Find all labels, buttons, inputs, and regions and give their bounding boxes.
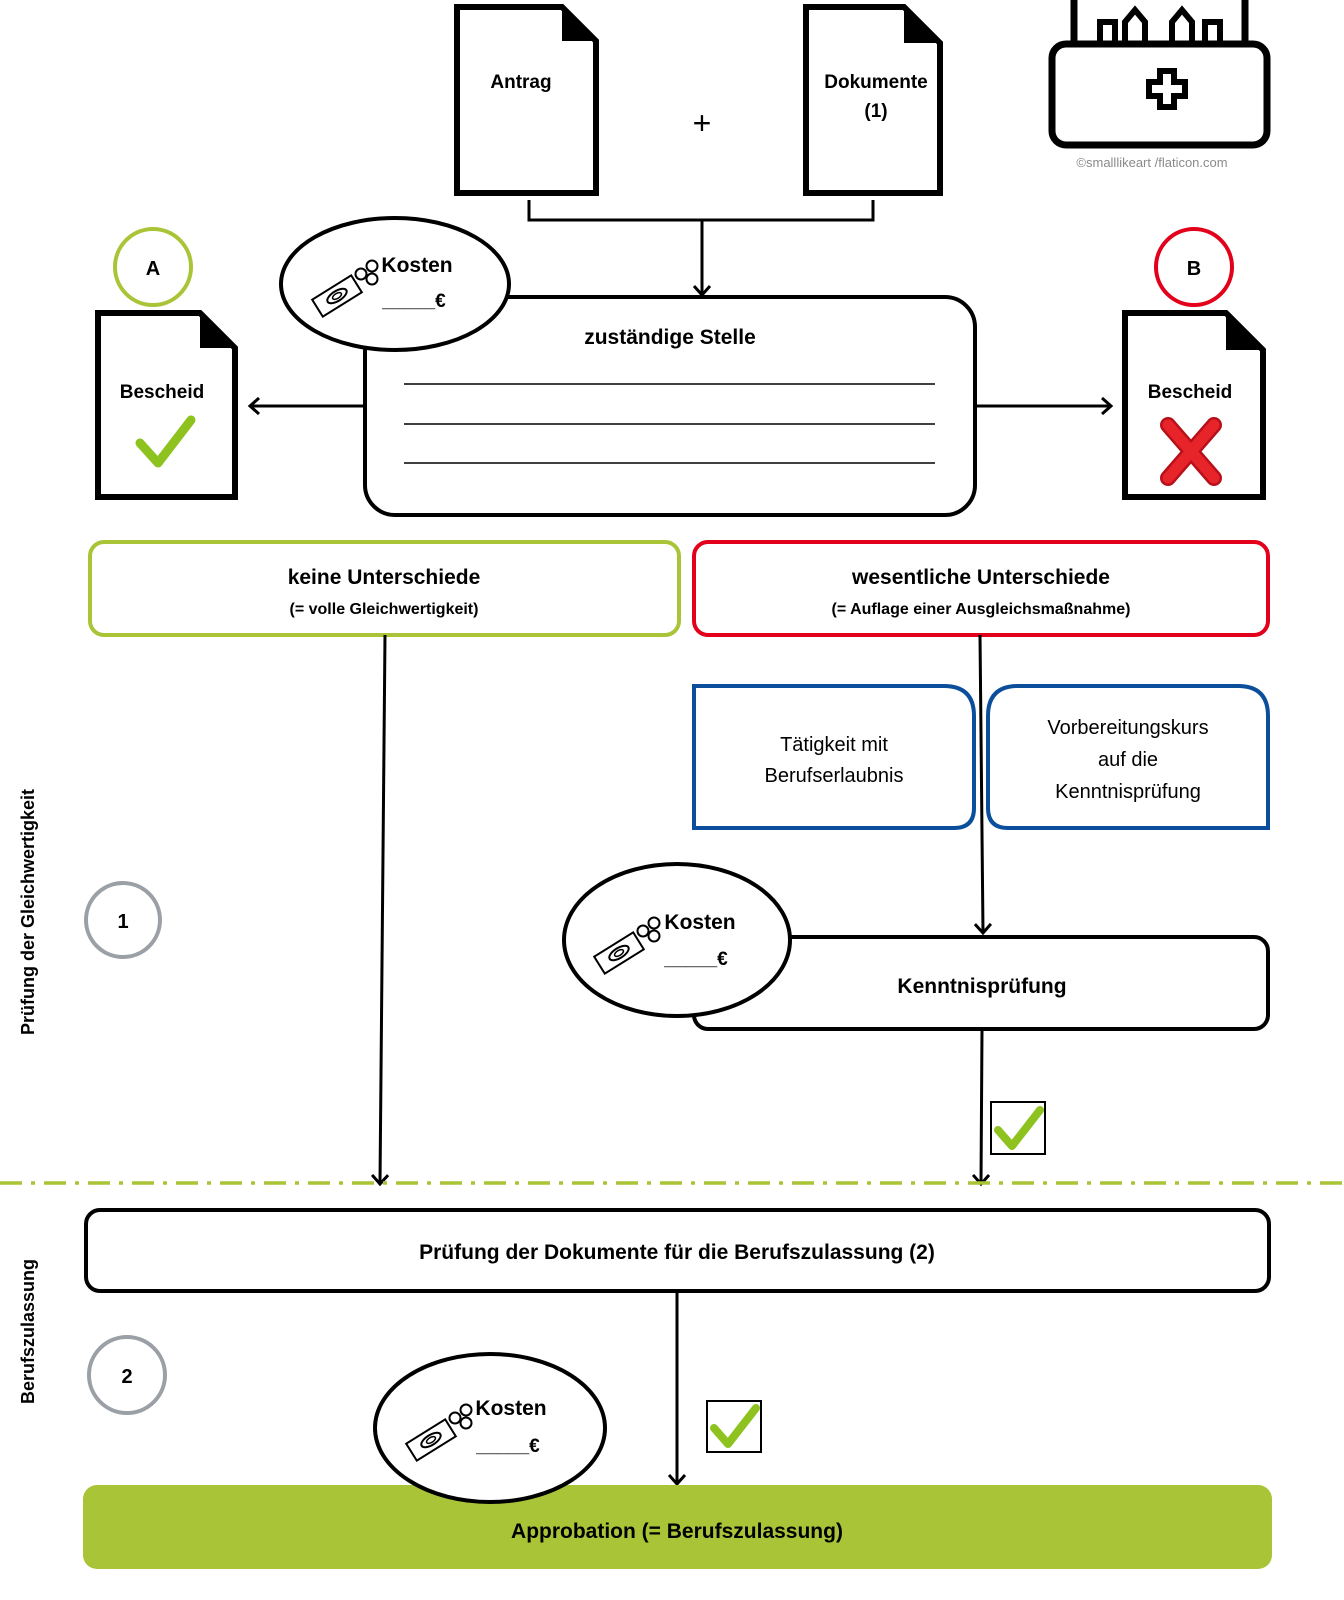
cost-label-1: Kosten (381, 254, 452, 277)
option-work-permit-line2: Berufserlaubnis (765, 765, 904, 787)
step-marker-1 (84, 881, 162, 959)
cost-blank-1: _____€ (381, 291, 446, 312)
cost-blank-2: _____€ (663, 949, 728, 970)
cost-blank-3: _____€ (475, 1436, 540, 1457)
option-work-permit-box (692, 684, 976, 830)
arrow-no-differences-to-review (370, 634, 390, 1187)
exam-label: Kenntnisprüfung (897, 975, 1066, 998)
bescheid-positive-label: Bescheid (120, 382, 204, 403)
documents-bracket (527, 200, 875, 222)
hospital-icon (1048, 0, 1271, 149)
no-differences-subtitle: (= volle Gleichwertigkeit) (290, 601, 479, 618)
option-prep-course-line3: Kenntnisprüfung (1055, 781, 1201, 803)
essential-differences-subtitle: (= Auflage einer Ausgleichsmaßnahme) (832, 601, 1131, 618)
image-credit: ©smalllikeart /flaticon.com (1076, 155, 1227, 170)
section-label-equivalence: Prüfung der Gleichwertigkeit (18, 788, 38, 1035)
cost-label-3: Kosten (475, 1397, 546, 1420)
authority-title: zuständige Stelle (584, 326, 756, 349)
option-prep-course-box (986, 684, 1270, 830)
bescheid-positive-document (95, 310, 238, 500)
section-label-licensing: Berufszulassung (18, 1258, 38, 1404)
antrag-document (454, 4, 599, 196)
marker-b (1154, 227, 1234, 307)
dokumente-label: Dokumente (824, 72, 927, 93)
essential-differences-title: wesentliche Unterschiede (851, 566, 1110, 589)
marker-a (113, 227, 193, 307)
no-differences-title: keine Unterschiede (288, 566, 481, 589)
step-marker-2 (87, 1335, 167, 1415)
checkbox-checked-icon (990, 1101, 1046, 1155)
option-prep-course-line1: Vorbereitungskurs (1047, 717, 1208, 739)
approbation-box (83, 1485, 1272, 1569)
bescheid-negative-document (1122, 310, 1266, 500)
approbation-label: Approbation (= Berufszulassung) (511, 1520, 843, 1543)
bescheid-negative-label: Bescheid (1148, 382, 1232, 403)
dokumente-document (803, 4, 943, 196)
dokumente-footnote: (1) (864, 101, 887, 122)
cost-bubble-2 (562, 862, 792, 1018)
marker-b-label: B (1187, 258, 1201, 280)
checkbox-checked-icon-2 (706, 1400, 762, 1453)
cost-label-2: Kosten (664, 911, 735, 934)
arrow-to-exam (973, 634, 993, 936)
arrow-exam-to-review (971, 1029, 991, 1187)
check-icon (135, 415, 196, 468)
marker-a-label: A (146, 258, 160, 280)
step-marker-1-label: 1 (117, 911, 128, 933)
option-work-permit-line1: Tätigkeit mit (780, 734, 888, 756)
option-prep-course-line2: auf die (1098, 749, 1158, 771)
cross-icon (1160, 417, 1222, 486)
cost-bubble-3 (373, 1352, 607, 1504)
document-review-label: Prüfung der Dokumente für die Berufszula… (419, 1241, 935, 1264)
step-marker-2-label: 2 (121, 1366, 132, 1388)
cost-bubble-1 (279, 216, 511, 352)
plus-sign: + (693, 105, 712, 141)
antrag-label: Antrag (490, 72, 551, 93)
